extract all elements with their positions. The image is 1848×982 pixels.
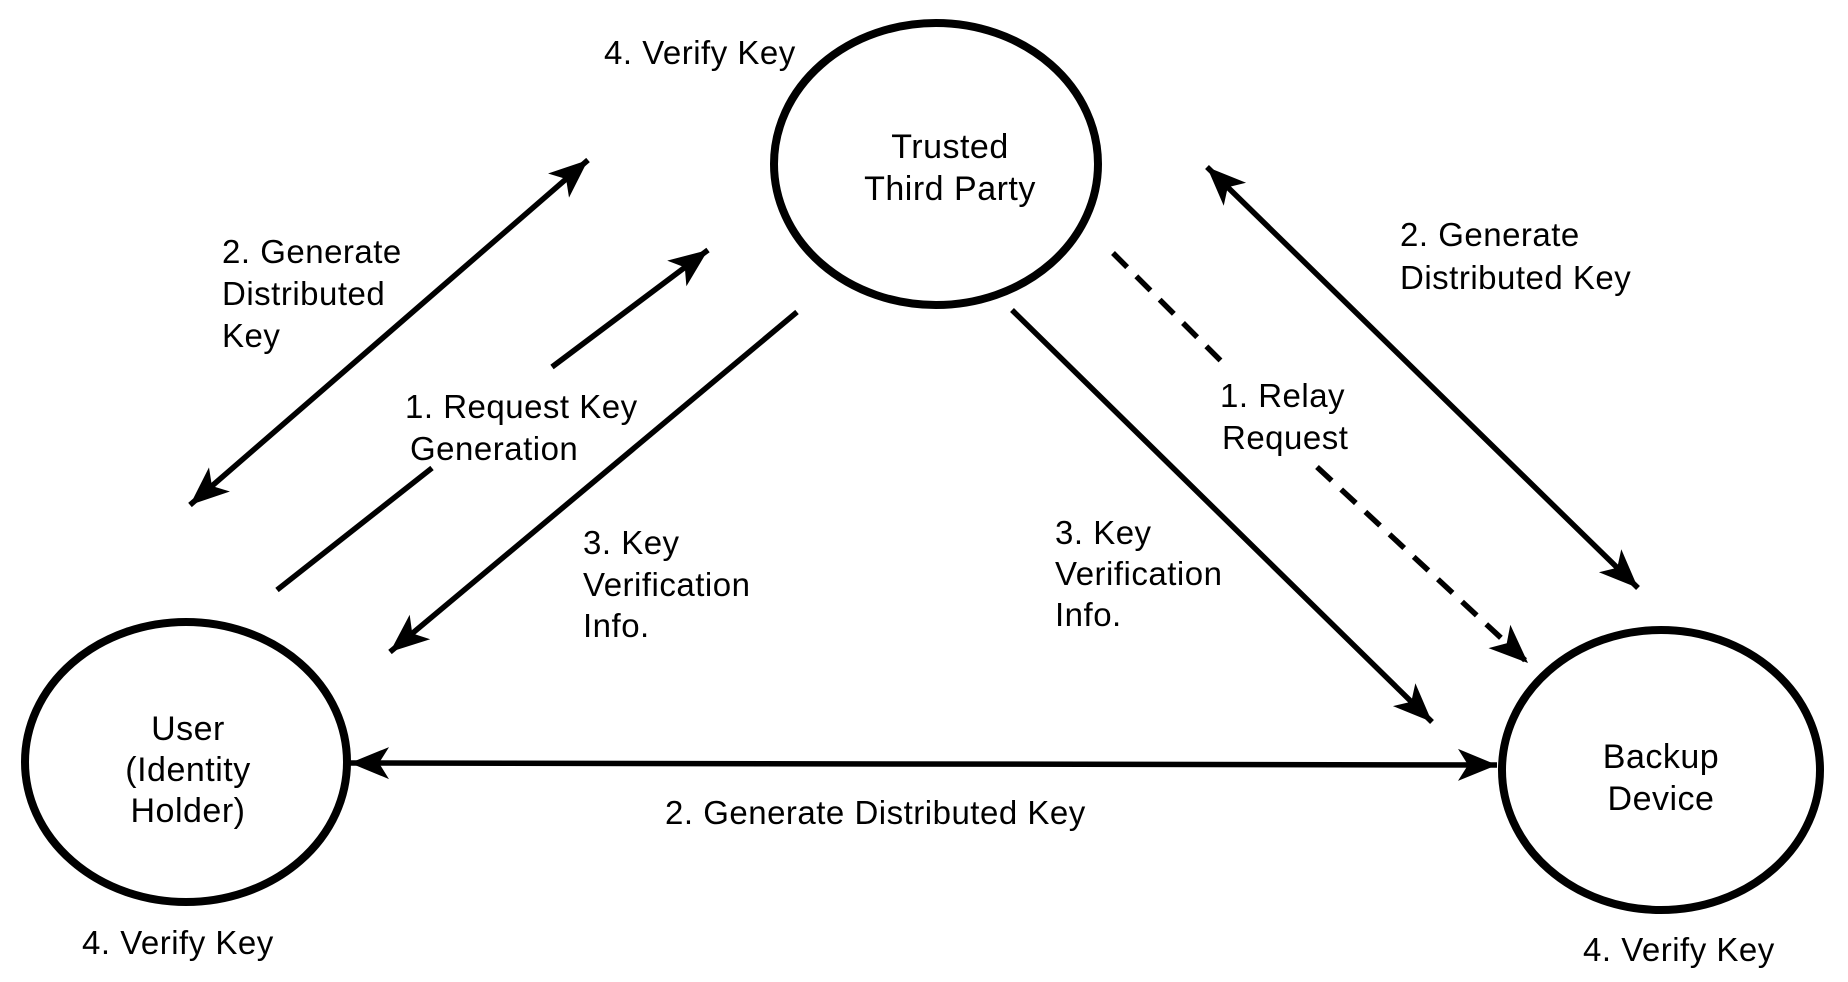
node-backup-device: [1498, 626, 1824, 914]
trusted-third-party-label-line1: Trusted: [891, 128, 1009, 166]
verify-key-annotation-backup: 4. Verify Key: [1583, 931, 1775, 968]
label-key-verification-info-left-line3: Info.: [583, 607, 650, 644]
label-generate-distributed-key-right-line2: Distributed Key: [1400, 259, 1631, 296]
verify-key-annotation-ttp: 4. Verify Key: [604, 34, 796, 71]
label-generate-distributed-key-left-line3: Key: [222, 317, 280, 354]
edge-ttp-user-key-verification: [388, 309, 799, 655]
user-label-line2: (Identity: [125, 751, 250, 789]
label-generate-distributed-key-right-line1: 2. Generate: [1400, 216, 1580, 253]
verify-key-annotation-user: 4. Verify Key: [82, 924, 274, 961]
user-label-line1: User: [151, 710, 225, 748]
label-key-verification-info-right-line2: Verification: [1055, 555, 1222, 592]
label-request-key-generation-line1: 1. Request Key: [405, 388, 638, 425]
edge-user-ttp-generate-key: [188, 157, 590, 508]
label-generate-distributed-key-left-line1: 2. Generate: [222, 233, 402, 270]
label-key-verification-info-left-line2: Verification: [583, 566, 750, 603]
node-trusted-third-party: [770, 19, 1102, 309]
label-relay-request-line2: Request: [1222, 419, 1348, 456]
label-key-verification-info-left-line1: 3. Key: [583, 524, 680, 561]
edge-backup-ttp-generate-key: [1205, 165, 1640, 590]
edge-ttp-backup-relay-request-head: [1315, 464, 1530, 666]
backup-device-label-line2: Device: [1608, 780, 1715, 818]
backup-device-label-line1: Backup: [1603, 738, 1719, 776]
edge-user-ttp-request-key-head: [550, 247, 710, 370]
edge-user-backup-generate-key: [349, 747, 1498, 781]
trusted-third-party-label-line2: Third Party: [864, 170, 1036, 208]
edge-ttp-backup-relay-request-tail: [1111, 251, 1224, 364]
user-label-line3: Holder): [131, 792, 246, 830]
node-user-identity-holder: [21, 618, 351, 906]
label-key-verification-info-right-line1: 3. Key: [1055, 514, 1152, 551]
label-relay-request-line1: 1. Relay: [1220, 377, 1345, 414]
label-key-verification-info-right-line3: Info.: [1055, 596, 1122, 633]
edge-user-ttp-request-key-tail: [275, 465, 434, 593]
label-generate-distributed-key-left-line2: Distributed: [222, 275, 385, 312]
label-generate-distributed-key-bottom: 2. Generate Distributed Key: [665, 794, 1086, 831]
label-request-key-generation-line2: Generation: [410, 430, 578, 467]
